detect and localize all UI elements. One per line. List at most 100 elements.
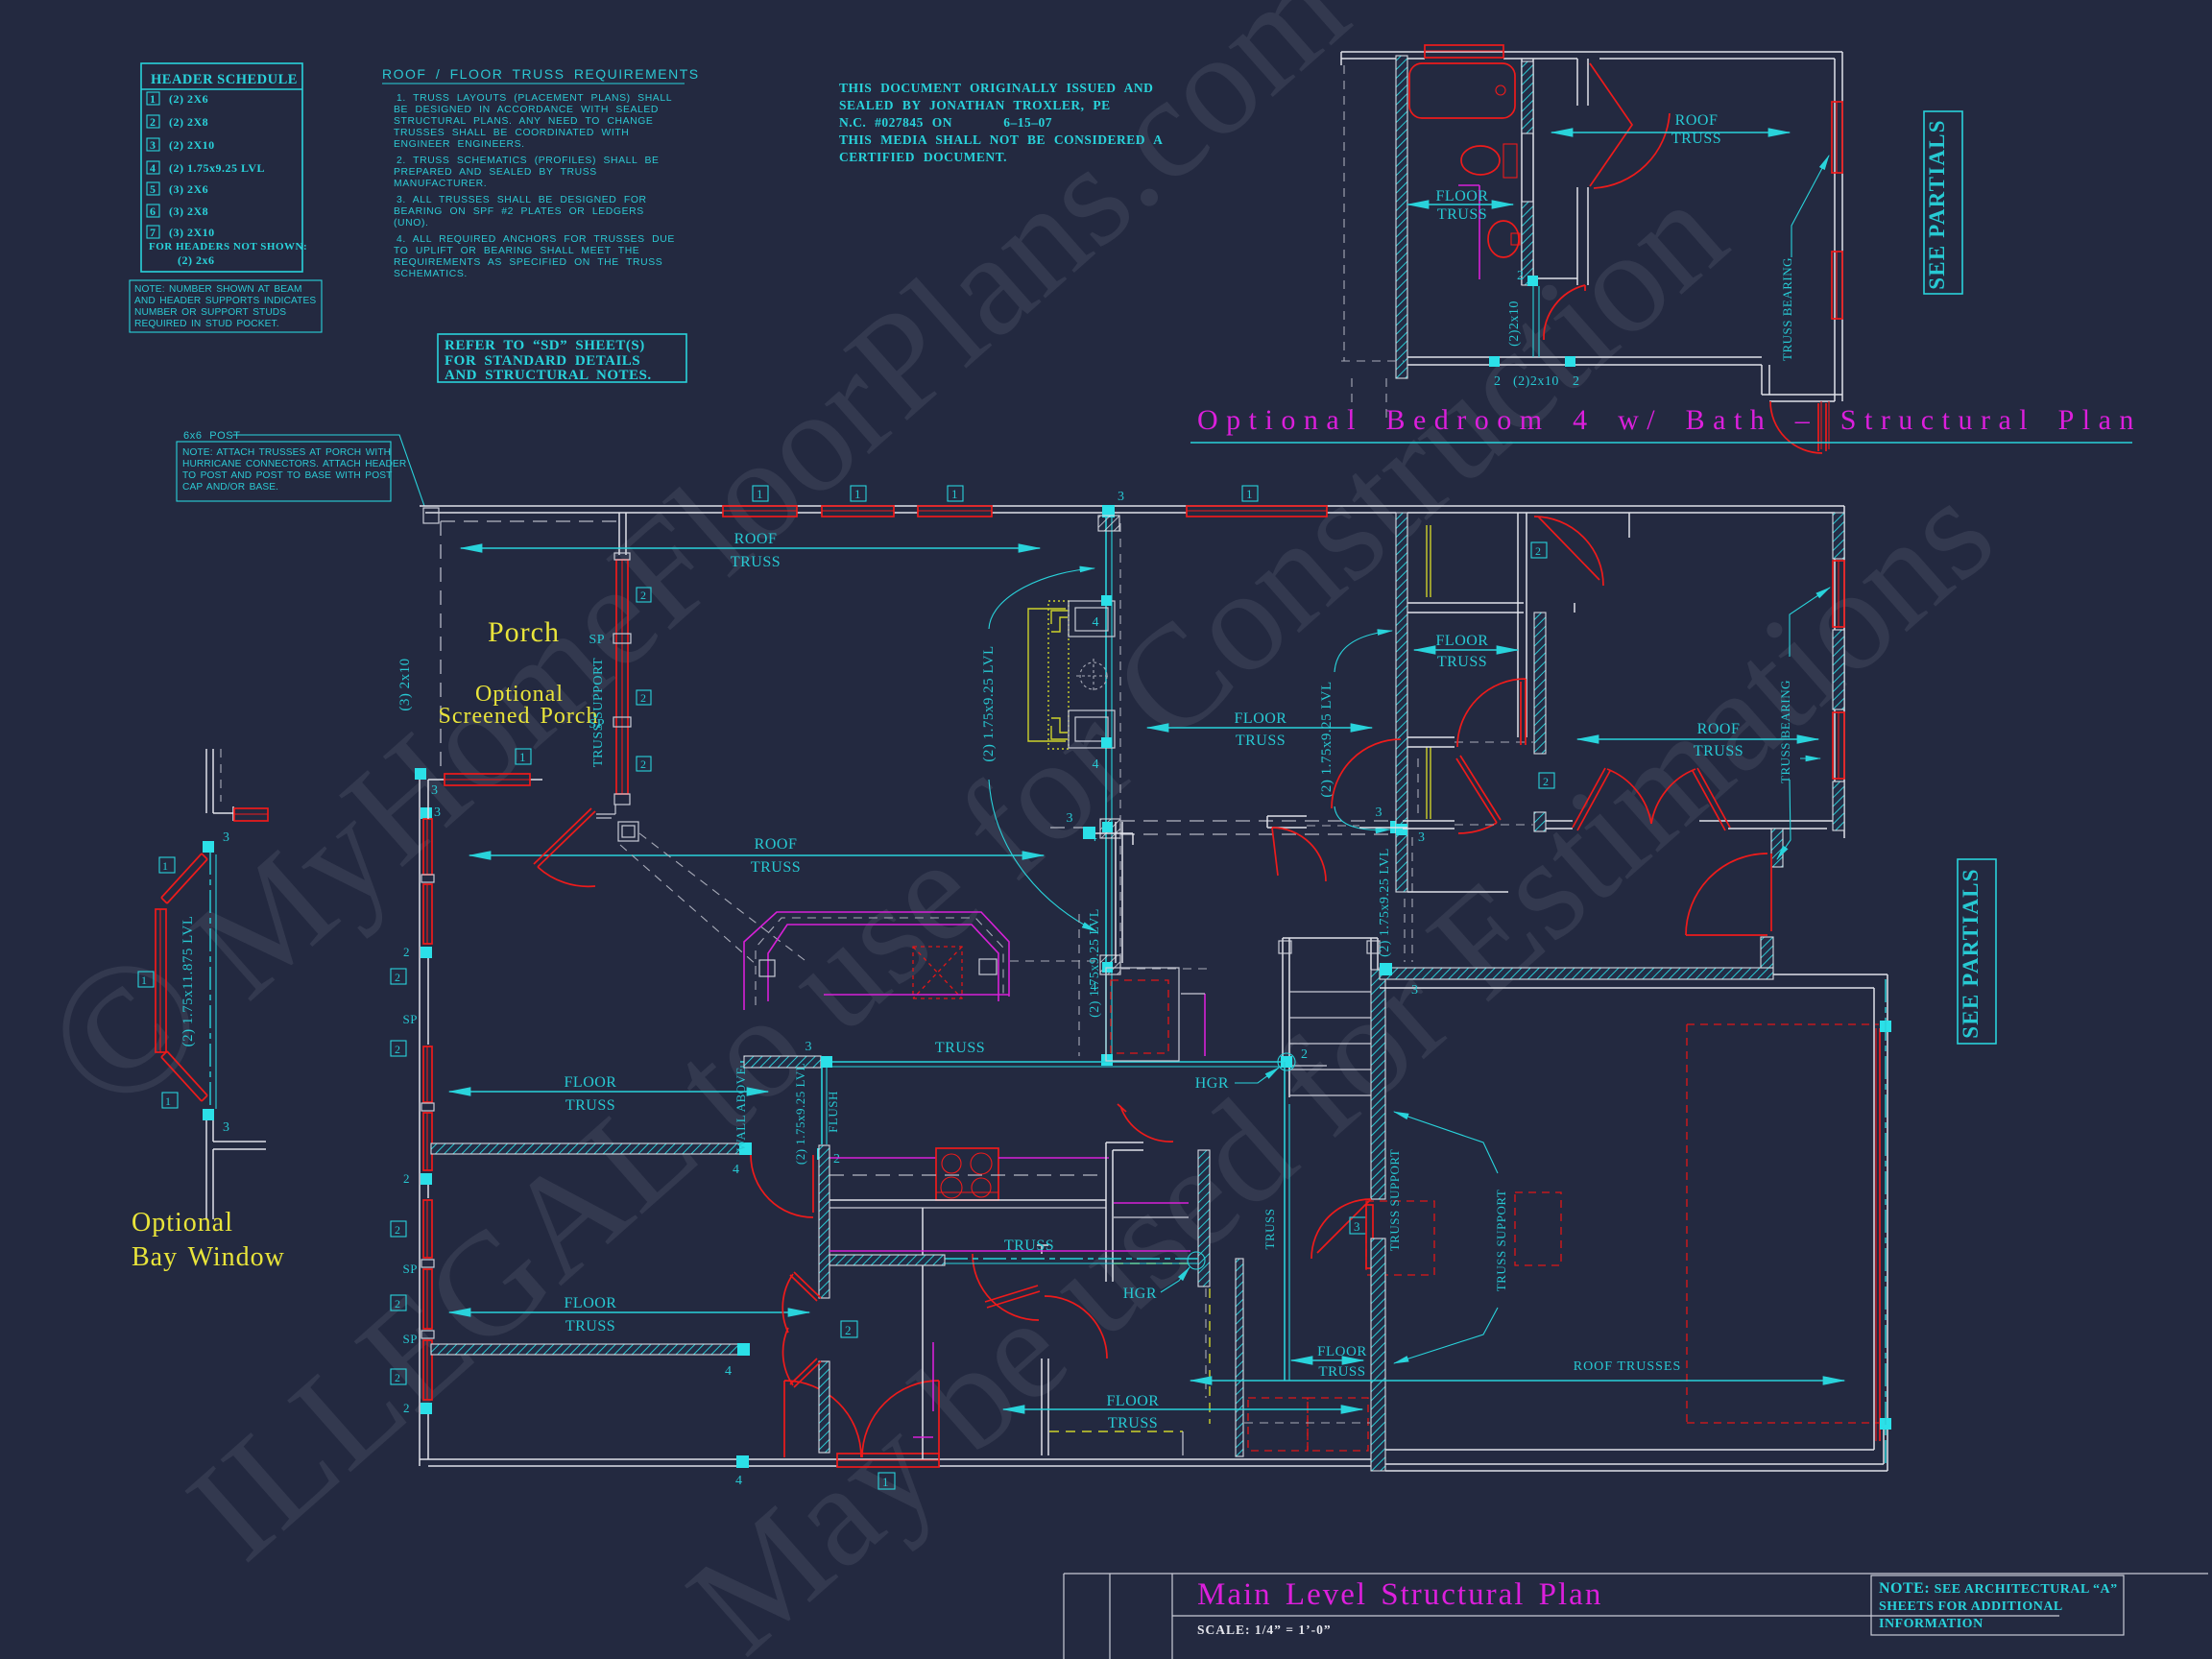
svg-text:3: 3 xyxy=(431,783,439,798)
svg-text:NOTE: NUMBER SHOWN AT BEAM: NOTE: NUMBER SHOWN AT BEAM xyxy=(134,284,302,295)
svg-text:6x6 POST: 6x6 POST xyxy=(183,430,241,442)
svg-text:(2) 1.75x9.25 LVL: (2) 1.75x9.25 LVL xyxy=(793,1063,807,1165)
svg-text:FOR HEADERS NOT SHOWN:: FOR HEADERS NOT SHOWN: xyxy=(149,241,307,252)
svg-text:TRUSS: TRUSS xyxy=(565,1318,615,1334)
svg-text:SP: SP xyxy=(403,1262,418,1276)
svg-text:4: 4 xyxy=(725,1364,733,1379)
svg-text:THIS DOCUMENT ORIGINALLY ISSUE: THIS DOCUMENT ORIGINALLY ISSUED AND xyxy=(839,81,1153,95)
svg-text:TRUSS SUPPORT: TRUSS SUPPORT xyxy=(591,658,606,767)
svg-text:Optional: Optional xyxy=(132,1208,233,1238)
svg-text:2: 2 xyxy=(150,115,156,129)
svg-text:6: 6 xyxy=(150,204,156,218)
svg-text:(2)2x10: (2)2x10 xyxy=(1507,301,1522,347)
svg-text:1: 1 xyxy=(854,487,861,501)
svg-text:(2) 2X6: (2) 2X6 xyxy=(169,92,208,106)
svg-text:FLOOR: FLOOR xyxy=(565,1074,617,1091)
svg-text:2: 2 xyxy=(1535,544,1542,558)
svg-text:TRUSS: TRUSS xyxy=(1108,1415,1158,1431)
svg-text:TRUSS BEARING: TRUSS BEARING xyxy=(1778,680,1792,783)
svg-text:TRUSS: TRUSS xyxy=(731,554,781,570)
svg-text:BEARING ON SPF #2 PLATES OR LE: BEARING ON SPF #2 PLATES OR LEDGERS xyxy=(394,206,644,217)
svg-text:2: 2 xyxy=(403,945,410,959)
svg-text:2: 2 xyxy=(1517,269,1525,283)
svg-text:3: 3 xyxy=(223,1120,230,1135)
svg-text:TRUSSES SHALL BE COORDINATED W: TRUSSES SHALL BE COORDINATED WITH xyxy=(394,128,629,138)
svg-text:4: 4 xyxy=(150,161,156,175)
svg-text:FLOOR: FLOOR xyxy=(565,1295,617,1311)
svg-text:3. ALL TRUSSES SHALL BE DESIGN: 3. ALL TRUSSES SHALL BE DESIGNED FOR xyxy=(397,195,647,205)
svg-text:(2) 2x6: (2) 2x6 xyxy=(178,253,215,267)
svg-text:(3) 2X6: (3) 2X6 xyxy=(169,182,208,196)
svg-text:TRUSS BEARING: TRUSS BEARING xyxy=(1780,257,1794,361)
svg-text:(2) 1.75x9.25 LVL: (2) 1.75x9.25 LVL xyxy=(1378,848,1392,957)
svg-text:ROOF: ROOF xyxy=(755,836,798,853)
svg-text:AND HEADER SUPPORTS INDICATES: AND HEADER SUPPORTS INDICATES xyxy=(134,296,316,306)
svg-text:FLOOR: FLOOR xyxy=(1436,633,1489,649)
svg-text:2: 2 xyxy=(845,1323,852,1337)
svg-text:FLOOR: FLOOR xyxy=(1317,1344,1367,1359)
svg-text:2: 2 xyxy=(833,1152,841,1166)
svg-text:PREPARED AND SEALED BY TRUSS: PREPARED AND SEALED BY TRUSS xyxy=(394,167,597,178)
svg-text:REFER TO “SD” SHEET(S): REFER TO “SD” SHEET(S) xyxy=(445,338,645,353)
svg-text:SCHEMATICS.: SCHEMATICS. xyxy=(394,269,468,279)
svg-text:TRUSS: TRUSS xyxy=(1262,1209,1277,1250)
svg-text:2. TRUSS SCHEMATICS (PROFILES): 2. TRUSS SCHEMATICS (PROFILES) SHALL BE xyxy=(397,156,660,166)
svg-text:4: 4 xyxy=(1091,980,1098,995)
svg-text:CERTIFIED DOCUMENT.: CERTIFIED DOCUMENT. xyxy=(839,150,1007,164)
svg-text:(2) 1.75x9.25 LVL: (2) 1.75x9.25 LVL xyxy=(981,645,997,761)
svg-text:TRUSS: TRUSS xyxy=(1004,1238,1054,1254)
svg-text:1: 1 xyxy=(150,92,156,106)
svg-text:2: 2 xyxy=(395,1043,401,1056)
svg-text:HGR: HGR xyxy=(1123,1286,1157,1302)
svg-text:1: 1 xyxy=(951,487,958,501)
svg-text:BE DESIGNED IN ACCORDANCE WITH: BE DESIGNED IN ACCORDANCE WITH SEALED xyxy=(394,105,659,115)
svg-text:SEALED BY JONATHAN TROXLER, PE: SEALED BY JONATHAN TROXLER, PE xyxy=(839,98,1111,112)
svg-text:2: 2 xyxy=(395,971,401,984)
svg-text:N.C. #027845 ON 6–15–07: N.C. #027845 ON 6–15–07 xyxy=(839,115,1052,130)
svg-text:2: 2 xyxy=(1301,1047,1309,1062)
svg-text:2: 2 xyxy=(640,589,647,602)
svg-text:TRUSS: TRUSS xyxy=(935,1040,985,1056)
svg-text:3: 3 xyxy=(1354,1219,1360,1234)
svg-text:1: 1 xyxy=(519,750,526,764)
svg-text:NUMBER OR SUPPORT STUDS: NUMBER OR SUPPORT STUDS xyxy=(134,307,286,318)
svg-text:3: 3 xyxy=(1118,490,1125,504)
svg-text:TRUSS: TRUSS xyxy=(1236,733,1286,749)
svg-text:4: 4 xyxy=(1093,615,1100,630)
svg-text:3: 3 xyxy=(150,138,156,152)
svg-text:(2) 1.75x11.875 LVL: (2) 1.75x11.875 LVL xyxy=(180,916,196,1047)
svg-text:(2) 2X10: (2) 2X10 xyxy=(169,138,215,152)
svg-text:THIS MEDIA SHALL NOT BE CONSID: THIS MEDIA SHALL NOT BE CONSIDERED A xyxy=(839,132,1163,147)
svg-text:REQUIREMENTS AS SPECIFIED ON T: REQUIREMENTS AS SPECIFIED ON THE TRUSS xyxy=(394,257,662,268)
svg-text:AND STRUCTURAL NOTES.: AND STRUCTURAL NOTES. xyxy=(445,368,652,383)
svg-text:SEE PARTIALS: SEE PARTIALS xyxy=(1959,868,1983,1038)
svg-text:2: 2 xyxy=(395,1371,401,1384)
svg-text:1: 1 xyxy=(757,487,763,501)
svg-text:2: 2 xyxy=(640,757,647,771)
svg-text:TRUSS SUPPORT: TRUSS SUPPORT xyxy=(1494,1190,1508,1292)
svg-text:3: 3 xyxy=(223,830,230,845)
svg-text:TO UPLIFT OR BEARING SHALL MEE: TO UPLIFT OR BEARING SHALL MEET THE xyxy=(394,246,639,256)
svg-text:FLOOR: FLOOR xyxy=(1436,188,1489,204)
svg-text:STRUCTURAL PLANS. ANY NEED TO: STRUCTURAL PLANS. ANY NEED TO CHANGE xyxy=(394,116,653,127)
svg-text:TRUSS: TRUSS xyxy=(1437,654,1487,670)
svg-text:2: 2 xyxy=(403,1171,410,1186)
svg-text:TO POST AND POST TO BASE WITH: TO POST AND POST TO BASE WITH POST xyxy=(182,470,392,481)
svg-text:SP: SP xyxy=(589,633,605,647)
svg-text:TRUSS: TRUSS xyxy=(1694,743,1743,759)
svg-text:3: 3 xyxy=(1067,811,1074,826)
svg-text:FLUSH: FLUSH xyxy=(826,1091,840,1133)
svg-text:ROOF TRUSSES: ROOF TRUSSES xyxy=(1574,1359,1682,1374)
svg-text:3: 3 xyxy=(434,805,442,820)
svg-text:(3) 2X10: (3) 2X10 xyxy=(169,226,215,239)
svg-text:Bay Window: Bay Window xyxy=(132,1242,285,1272)
svg-text:INFORMATION: INFORMATION xyxy=(1879,1617,1984,1631)
svg-text:4. ALL REQUIRED ANCHORS FOR TR: 4. ALL REQUIRED ANCHORS FOR TRUSSES DUE xyxy=(397,234,675,245)
svg-text:Porch: Porch xyxy=(488,616,560,648)
svg-text:FOR STANDARD DETAILS: FOR STANDARD DETAILS xyxy=(445,353,640,369)
svg-text:FLOOR: FLOOR xyxy=(1235,710,1287,727)
svg-text:2: 2 xyxy=(1543,775,1550,788)
svg-text:1: 1 xyxy=(141,974,148,987)
svg-text:SCALE: 1/4” = 1’-0”: SCALE: 1/4” = 1’-0” xyxy=(1197,1623,1332,1637)
svg-text:NOTE: SEE ARCHITECTURAL “A”: NOTE: SEE ARCHITECTURAL “A” xyxy=(1879,1580,2118,1597)
